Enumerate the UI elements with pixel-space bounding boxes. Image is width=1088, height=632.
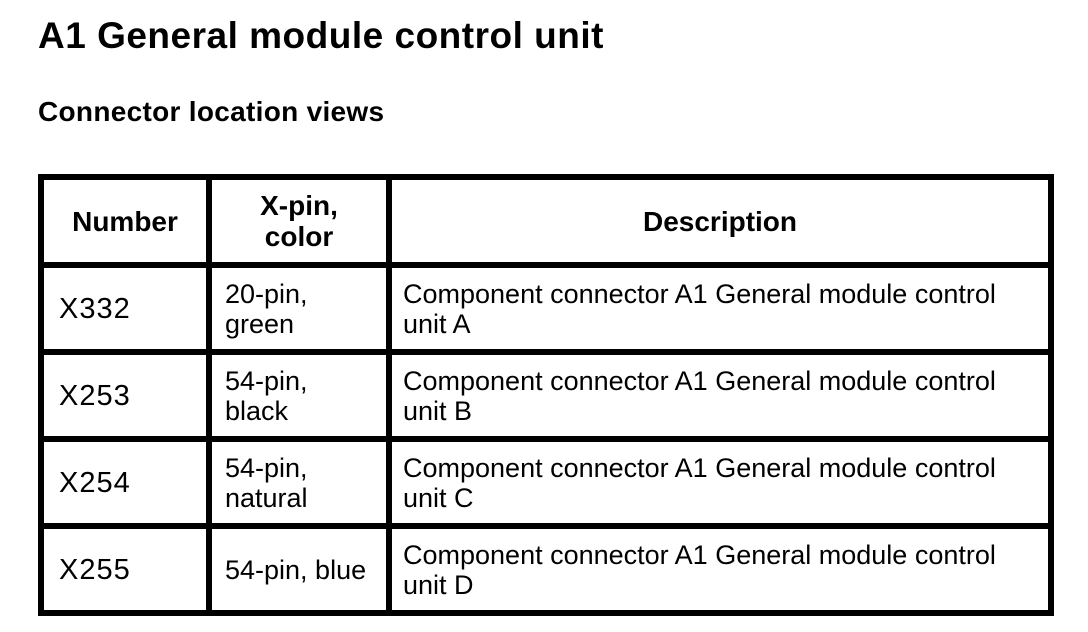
- connector-pin-color: 54-pin, black: [206, 349, 392, 442]
- connector-number: X255: [38, 523, 212, 616]
- table-header-row: Number X-pin, color Description: [38, 174, 1054, 268]
- connector-description: Component connector A1 General module co…: [386, 436, 1054, 529]
- connector-number: X254: [38, 436, 212, 529]
- table-row: X332 20-pin, green Component connector A…: [38, 262, 1054, 355]
- connector-pin-color: 54-pin, natural: [206, 436, 392, 529]
- header-cell-pin-color: X-pin, color: [206, 174, 392, 268]
- connector-number: X332: [38, 262, 212, 355]
- connector-description: Component connector A1 General module co…: [386, 349, 1054, 442]
- header-cell-number: Number: [38, 174, 212, 268]
- header-cell-description: Description: [386, 174, 1054, 268]
- connector-description: Component connector A1 General module co…: [386, 262, 1054, 355]
- page-title: A1 General module control unit: [38, 15, 604, 56]
- table-row: X254 54-pin, natural Component connector…: [38, 436, 1054, 529]
- section-heading: Connector location views: [38, 96, 385, 127]
- connector-pin-color: 54-pin, blue: [206, 523, 392, 616]
- connector-location-table: Number X-pin, color Description X332 20-…: [38, 174, 1054, 616]
- table-row: X253 54-pin, black Component connector A…: [38, 349, 1054, 442]
- connector-description: Component connector A1 General module co…: [386, 523, 1054, 616]
- connector-pin-color: 20-pin, green: [206, 262, 392, 355]
- connector-number: X253: [38, 349, 212, 442]
- table-row: X255 54-pin, blue Component connector A1…: [38, 523, 1054, 616]
